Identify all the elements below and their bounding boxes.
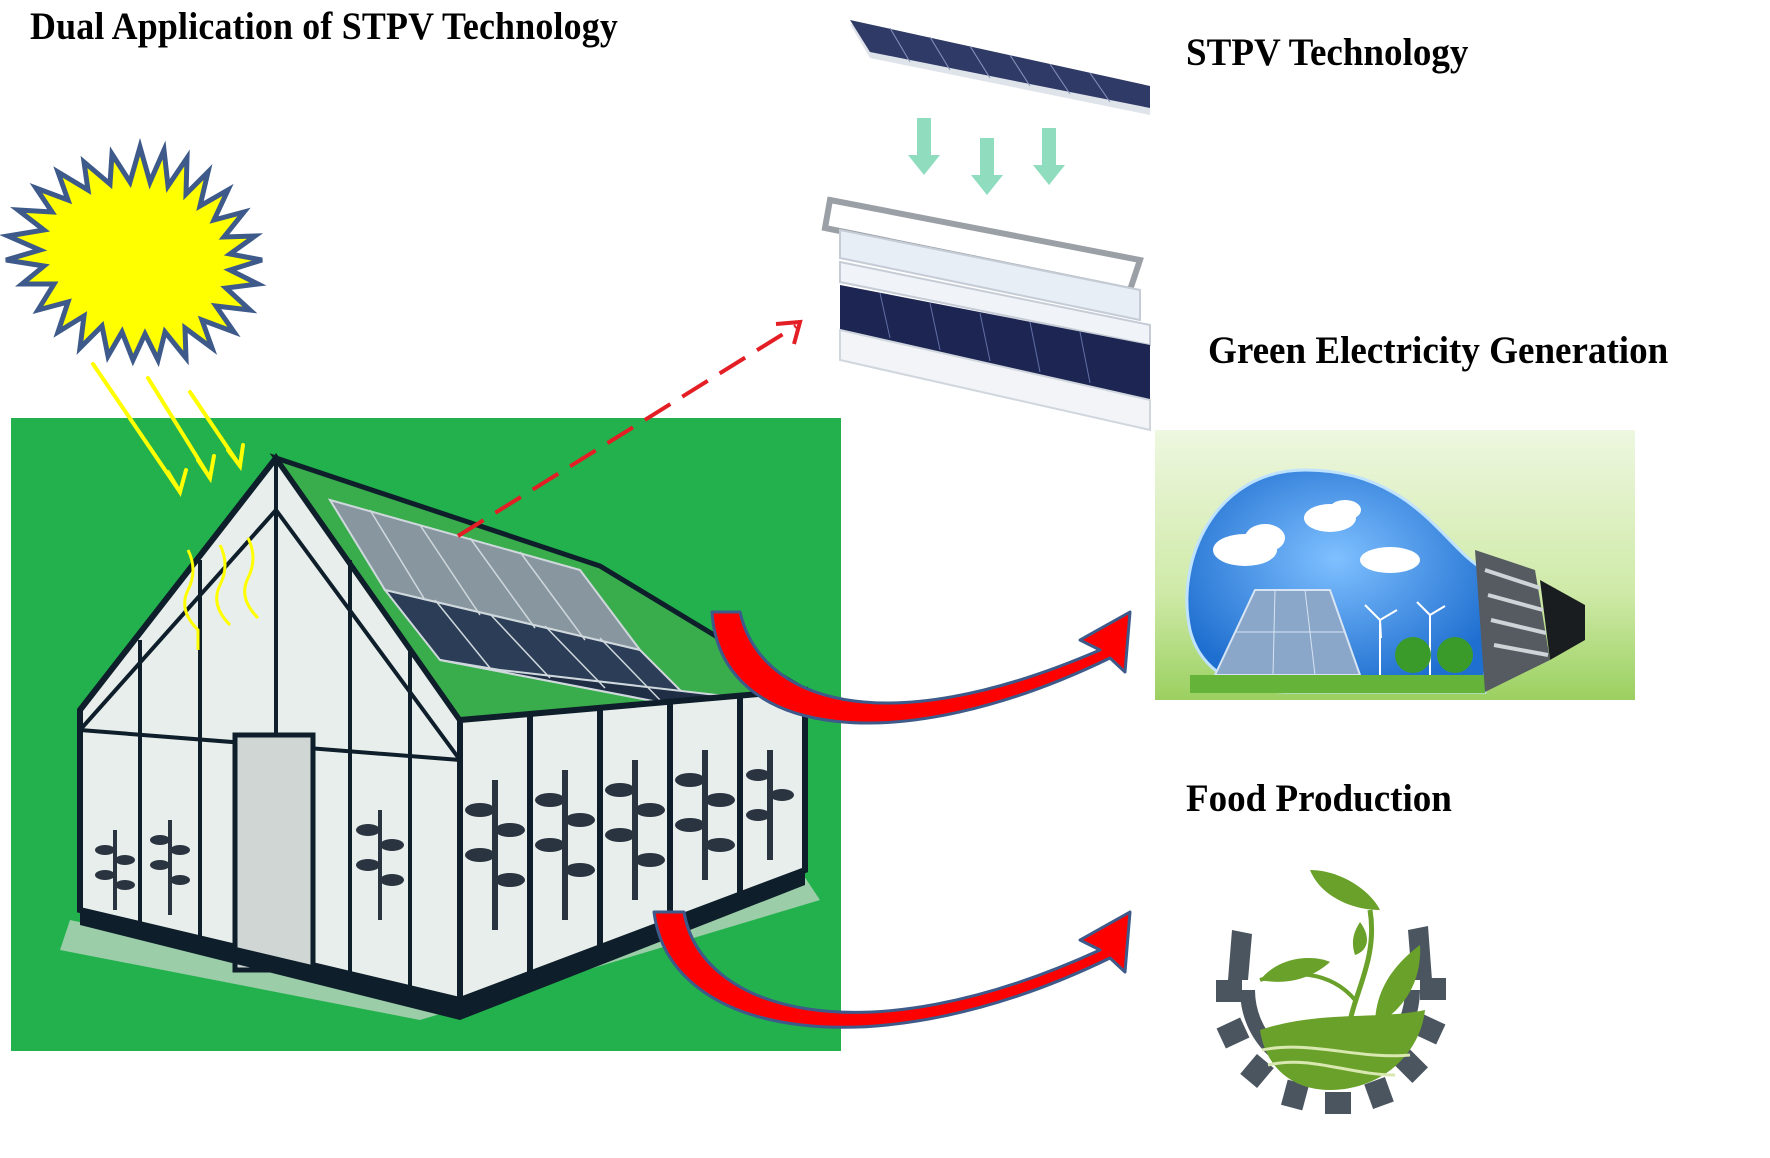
arrow-to-electricity-icon — [710, 610, 1132, 725]
label-stpv-technology: STPV Technology — [1186, 31, 1469, 74]
label-food-production: Food Production — [1186, 777, 1452, 820]
diagram-title: Dual Application of STPV Technology — [30, 5, 618, 48]
stpv-layers-illustration — [821, 20, 1151, 432]
greenhouse-illustration — [60, 452, 820, 1020]
green-electricity-illustration — [1155, 430, 1635, 700]
arrow-to-food-icon — [652, 910, 1132, 1029]
sunlight-rays-icon — [91, 362, 245, 498]
food-production-icon — [1216, 870, 1446, 1114]
sun-icon — [0, 137, 267, 368]
dashed-arrow-icon — [456, 319, 803, 538]
label-green-electricity: Green Electricity Generation — [1208, 329, 1669, 372]
